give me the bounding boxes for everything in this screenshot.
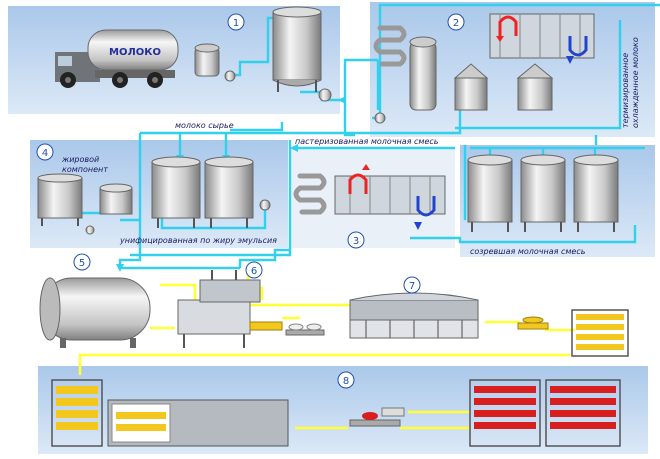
section-markers — [36, 13, 465, 389]
thermized-label-1: термизированное — [621, 53, 630, 128]
section-number-2: 2 — [453, 18, 459, 29]
section-number-8: 8 — [343, 376, 349, 387]
receiving-equipment — [194, 6, 332, 102]
section-number-1: 1 — [233, 18, 239, 29]
fat-component-tanks — [37, 156, 271, 235]
cheese-vat — [39, 277, 151, 348]
fat-component-label-2: компонент — [62, 165, 108, 174]
thermized-label-2: охлажденное молоко — [631, 37, 640, 128]
milk-truck: МОЛОКО — [55, 29, 179, 88]
ripening-racks — [469, 379, 621, 447]
ripened-mix-label: созревшая молочная смесь — [470, 247, 586, 256]
truck-label: МОЛОКО — [109, 47, 161, 58]
pressing-line — [349, 292, 629, 357]
pasteurizer-unit — [293, 164, 446, 230]
section-number-3: 3 — [353, 236, 359, 247]
section-number-7: 7 — [409, 281, 415, 292]
fat-component-label-1: жировой — [61, 155, 99, 164]
ripening-tanks — [467, 154, 619, 232]
section-number-5: 5 — [79, 258, 85, 269]
salting-pool — [51, 379, 405, 447]
forming-apparatus — [177, 270, 325, 348]
section-number-6: 6 — [251, 266, 257, 277]
product-lines — [78, 275, 575, 430]
cheese-rack-2 — [51, 379, 103, 447]
raw-milk-label: молоко сырье — [175, 121, 234, 130]
unified-emulsion-label: унифицированная по жиру эмульсия — [119, 236, 277, 245]
pasteurized-mix-label: пастеризованная молочная смесь — [295, 137, 439, 146]
thermization-equipment — [373, 13, 595, 124]
cheese-rack-1 — [571, 309, 629, 357]
section-number-4: 4 — [42, 148, 48, 159]
